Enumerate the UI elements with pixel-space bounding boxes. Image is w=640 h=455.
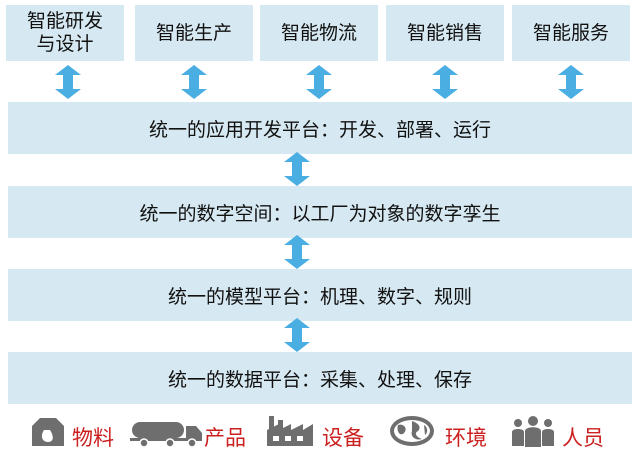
top-box-service: 智能服务 xyxy=(512,5,630,61)
resource-label: 物料 xyxy=(72,426,114,450)
top-box-production: 智能生产 xyxy=(135,5,253,61)
layer-model-platform: 统一的模型平台：机理、数字、规则 xyxy=(8,269,632,321)
tanker-truck-icon xyxy=(130,418,204,452)
layer-digital-space: 统一的数字空间：以工厂为对象的数字孪生 xyxy=(8,186,632,238)
double-arrow-icon xyxy=(558,65,584,99)
factory-icon xyxy=(265,414,315,452)
double-arrow-icon xyxy=(284,318,310,352)
resource-label: 环境 xyxy=(445,426,487,450)
double-arrow-icon xyxy=(284,235,310,269)
layer-label: 统一的模型平台：机理、数字、规则 xyxy=(167,285,472,308)
people-icon xyxy=(510,416,556,452)
layer-app-platform: 统一的应用开发平台：开发、部署、运行 xyxy=(8,102,632,154)
double-arrow-icon xyxy=(181,65,207,99)
resource-label: 人员 xyxy=(562,426,604,450)
top-box-sales: 智能销售 xyxy=(386,5,504,61)
globe-icon xyxy=(388,415,436,451)
double-arrow-icon xyxy=(55,65,81,99)
resource-label: 产品 xyxy=(204,426,246,450)
top-box-logistics: 智能物流 xyxy=(260,5,378,61)
double-arrow-icon xyxy=(284,152,310,186)
double-arrow-icon xyxy=(432,65,458,99)
layer-label: 统一的应用开发平台：开发、部署、运行 xyxy=(148,118,491,141)
layer-label: 统一的数字空间：以工厂为对象的数字孪生 xyxy=(139,202,501,225)
top-box-label: 智能服务 xyxy=(532,21,609,44)
layer-label: 统一的数据平台：采集、处理、保存 xyxy=(167,368,472,391)
top-box-label: 智能物流 xyxy=(280,21,357,44)
top-box-label: 智能销售 xyxy=(406,21,483,44)
layer-data-platform: 统一的数据平台：采集、处理、保存 xyxy=(8,352,632,404)
top-box-rnd: 智能研发 与设计 xyxy=(6,5,124,61)
material-icon xyxy=(30,416,66,452)
top-box-label: 与设计 xyxy=(36,33,94,55)
resource-label: 设备 xyxy=(322,426,364,450)
top-box-label: 智能生产 xyxy=(155,21,232,44)
double-arrow-icon xyxy=(306,65,332,99)
top-box-label: 智能研发 xyxy=(26,10,103,32)
